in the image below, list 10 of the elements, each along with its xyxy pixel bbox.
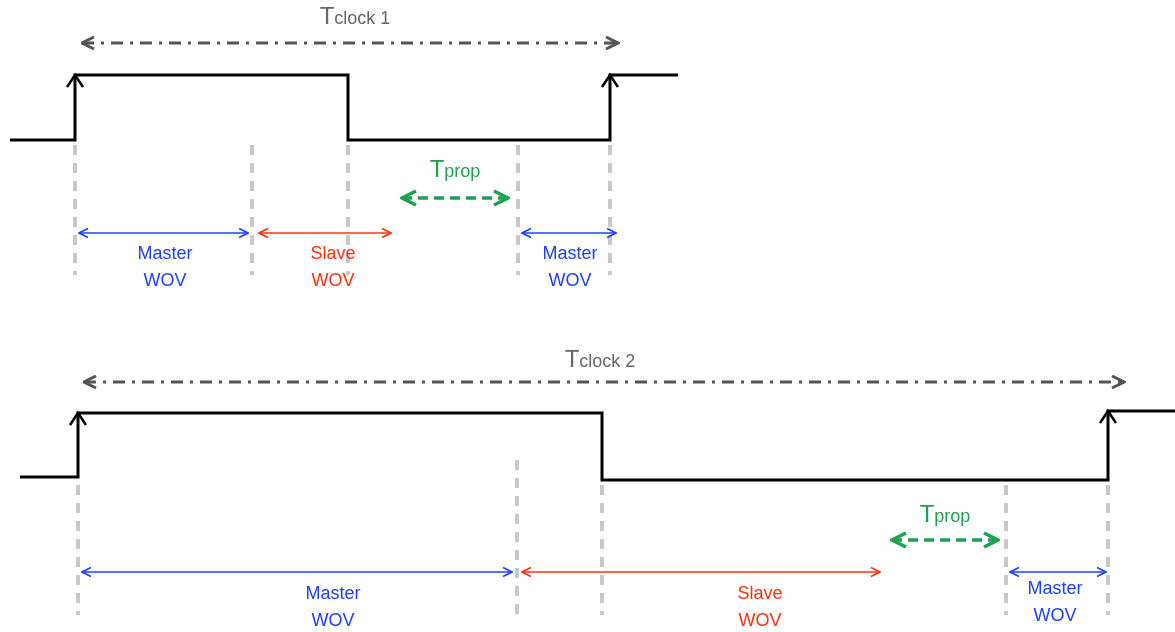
window-label: Master WOV bbox=[1026, 577, 1084, 627]
window-label: Slave WOV bbox=[309, 242, 357, 292]
delay-label: Tprop bbox=[919, 500, 971, 529]
window-label: Master WOV bbox=[304, 582, 362, 632]
period-label: Tclock 1 bbox=[319, 2, 391, 31]
window-label: Master WOV bbox=[136, 242, 194, 292]
window-label: Master WOV bbox=[541, 242, 599, 292]
delay-label: Tprop bbox=[429, 155, 481, 184]
period-label: Tclock 2 bbox=[564, 345, 636, 374]
window-label: Slave WOV bbox=[736, 582, 784, 632]
